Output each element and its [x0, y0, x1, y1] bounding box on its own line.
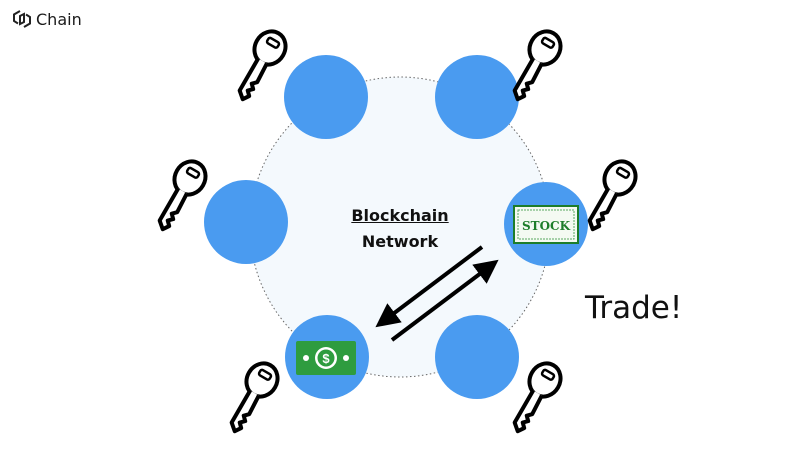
key-icon: [146, 153, 214, 238]
trade-label: Trade!: [585, 290, 683, 326]
node-top-left: [284, 55, 368, 139]
chain-logo: Chain: [12, 9, 82, 29]
dollar-sign: $: [322, 351, 330, 366]
key-icon: [218, 355, 286, 440]
node-top-right: [435, 55, 519, 139]
stock-certificate-icon: STOCK: [513, 205, 579, 244]
network-label-line1: Blockchain: [351, 206, 449, 225]
brand-name: Chain: [36, 9, 82, 29]
network-label-line2: Network: [361, 232, 439, 251]
stock-label: STOCK: [522, 219, 571, 233]
node-bottom-right: [435, 315, 519, 399]
cash-icon: $: [296, 341, 356, 375]
chain-logo-icon: [13, 10, 31, 28]
arrow-to-stock: [390, 259, 499, 342]
key-icon: [226, 23, 294, 108]
node-left: [204, 180, 288, 264]
arrow-to-cash: [375, 245, 484, 328]
